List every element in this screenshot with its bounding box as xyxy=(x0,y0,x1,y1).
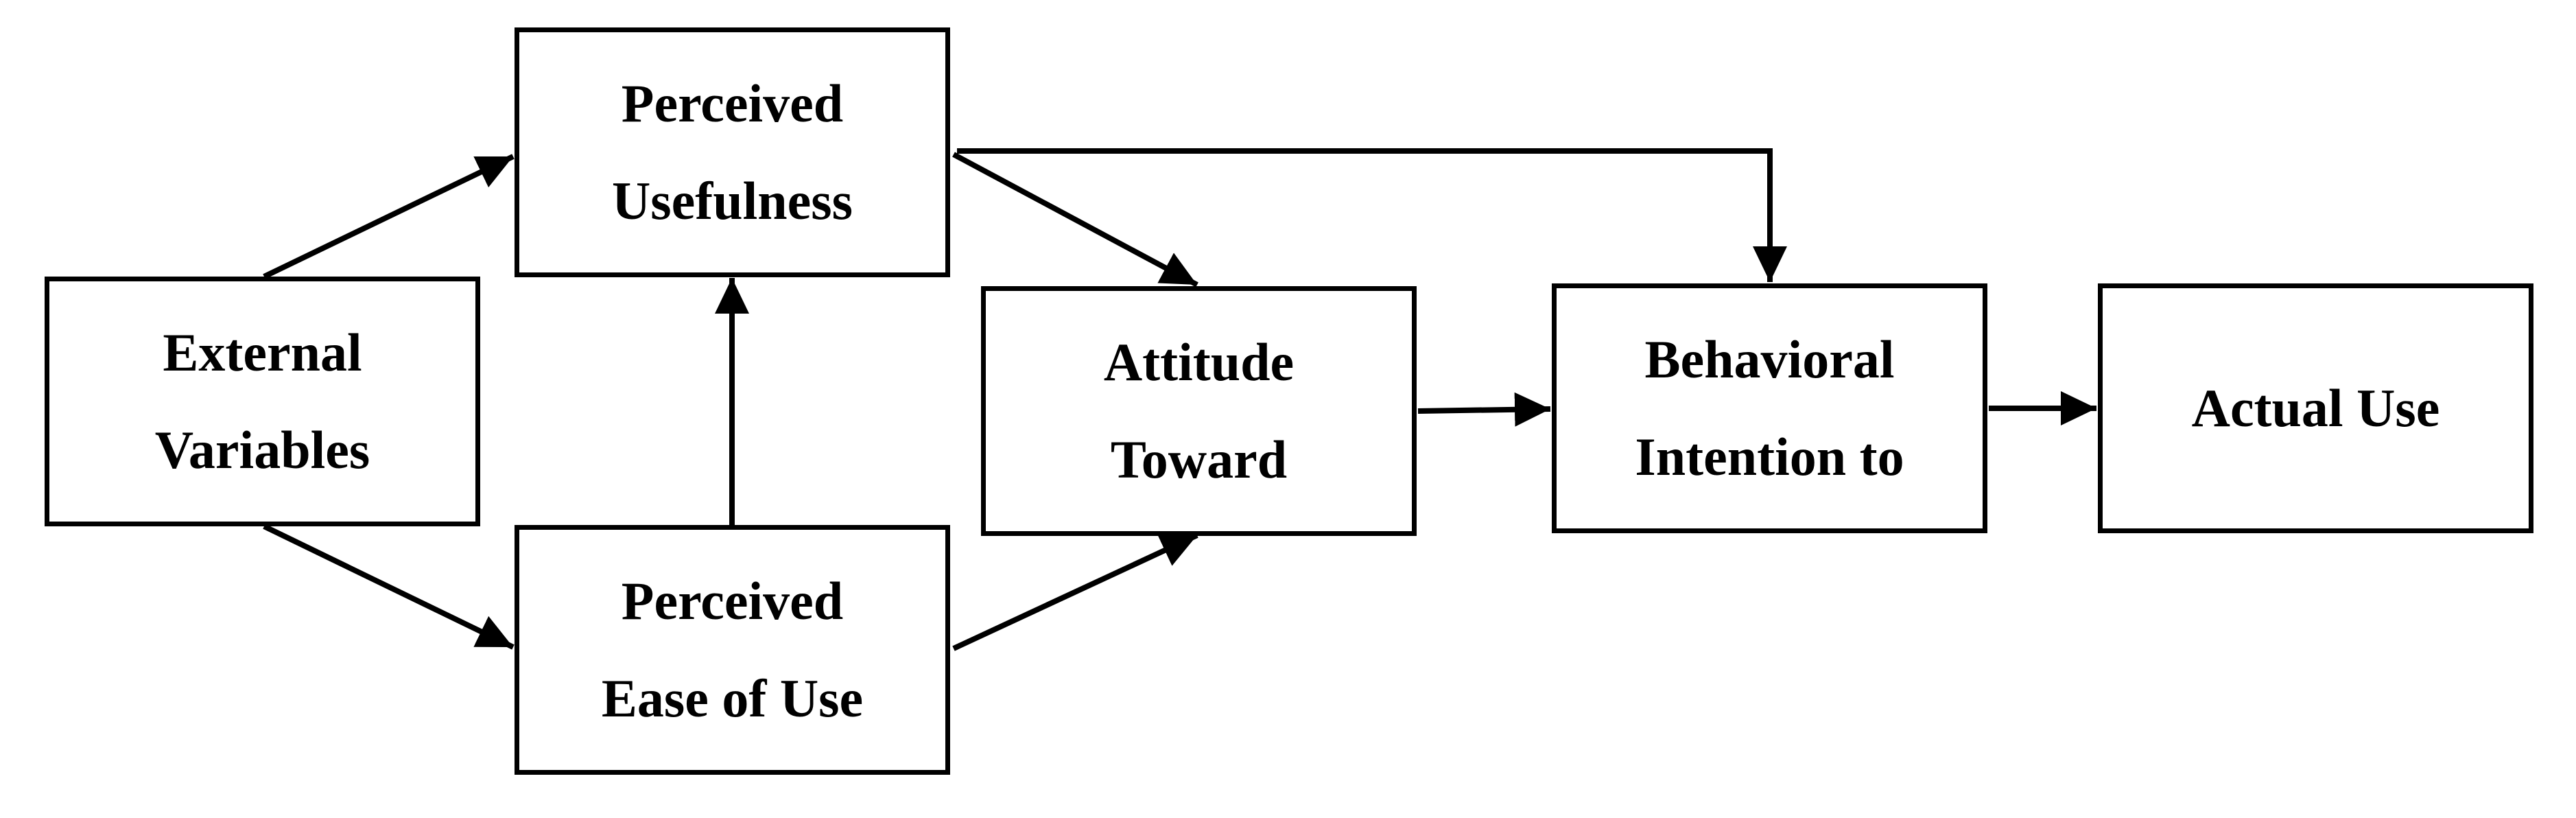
perceived-ease-of-use-line-1: Perceived xyxy=(621,571,844,631)
edge-ease-of-use-to-attitude xyxy=(952,533,1198,651)
edge-external-to-ease-of-use xyxy=(263,524,515,650)
edge-usefulness-to-attitude xyxy=(952,152,1198,288)
attitude-toward-line-1: Attitude xyxy=(1103,332,1295,392)
external-variables-box: External Variables xyxy=(45,277,480,526)
edge-external-to-usefulness xyxy=(263,154,515,279)
behavioral-intention-box: Behavioral Intention to xyxy=(1552,283,1987,533)
edge-attitude-to-intention xyxy=(1417,392,1551,427)
perceived-ease-of-use-box: Perceived Ease of Use xyxy=(515,525,950,775)
actual-use-box: Actual Use xyxy=(2098,283,2533,533)
external-variables-line-2: Variables xyxy=(154,420,370,480)
edge-usefulness-to-intention xyxy=(957,148,1787,282)
perceived-usefulness-line-1: Perceived xyxy=(621,73,844,133)
attitude-toward-box: Attitude Toward xyxy=(981,286,1417,536)
external-variables-line-1: External xyxy=(163,323,362,382)
behavioral-intention-line-1: Behavioral xyxy=(1644,329,1895,389)
perceived-usefulness-line-2: Usefulness xyxy=(611,171,853,231)
actual-use-label: Actual Use xyxy=(2191,378,2440,438)
perceived-ease-of-use-line-2: Ease of Use xyxy=(601,668,864,728)
behavioral-intention-line-2: Intention to xyxy=(1635,427,1904,487)
attitude-toward-line-2: Toward xyxy=(1110,430,1288,489)
perceived-usefulness-box: Perceived Usefulness xyxy=(515,27,950,277)
